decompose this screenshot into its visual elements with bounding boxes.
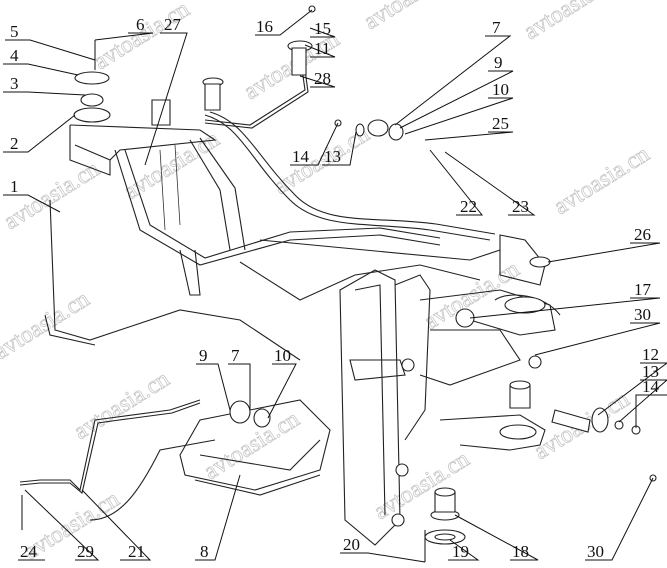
callout-16: 16 — [256, 17, 273, 36]
callout-9: 9 — [494, 53, 503, 72]
callout-27: 27 — [164, 15, 182, 34]
callout-10: 10 — [492, 80, 509, 99]
front-frame — [339, 234, 561, 546]
watermark: avtoasia.cn — [199, 406, 304, 485]
callout-30: 30 — [587, 542, 604, 561]
callout-22: 22 — [460, 197, 477, 216]
hinge-seat — [73, 107, 111, 123]
callout-2: 2 — [10, 134, 19, 153]
callout-4: 4 — [10, 46, 19, 65]
callout-19: 19 — [452, 542, 469, 561]
callout-13: 13 — [324, 147, 341, 166]
rear-frame — [44, 111, 501, 361]
callout-1: 1 — [10, 177, 19, 196]
callout-12: 12 — [642, 345, 659, 364]
callout-24: 24 — [20, 542, 38, 561]
callout-7: 7 — [492, 18, 501, 37]
callout-20: 20 — [343, 535, 360, 554]
callout-3: 3 — [10, 74, 19, 93]
platform — [89, 399, 331, 521]
callout-5: 5 — [10, 22, 19, 41]
callout-17: 17 — [634, 280, 652, 299]
watermark: avtoasia.cn — [519, 0, 624, 45]
callout-23: 23 — [512, 197, 529, 216]
callout-8: 8 — [200, 542, 209, 561]
callout-15: 15 — [314, 19, 331, 38]
flange-plate — [74, 71, 110, 85]
small-parts — [21, 5, 657, 562]
callout-26: 26 — [634, 225, 651, 244]
callout-labels: 5 6 27 4 3 2 1 16 15 11 28 7 9 10 25 14 … — [10, 15, 660, 561]
watermark: avtoasia.cn — [119, 126, 224, 205]
callout-14: 14 — [642, 377, 660, 396]
callout-9: 9 — [199, 346, 208, 365]
watermark: avtoasia.cn — [359, 0, 464, 35]
leader-lines — [3, 9, 667, 563]
callout-7: 7 — [231, 346, 240, 365]
callout-28: 28 — [314, 69, 331, 88]
callout-30: 30 — [634, 305, 651, 324]
callout-25: 25 — [492, 114, 509, 133]
watermark: avtoasia.cn — [0, 286, 94, 365]
callout-14: 14 — [292, 147, 310, 166]
watermark: avtoasia.cn — [69, 366, 174, 445]
callout-6: 6 — [136, 15, 145, 34]
bearing — [80, 93, 104, 107]
watermark: avtoasia.cn — [89, 0, 194, 75]
callout-13: 13 — [642, 362, 659, 381]
callout-18: 18 — [512, 542, 529, 561]
callout-29: 29 — [77, 542, 94, 561]
callout-21: 21 — [128, 542, 145, 561]
callout-11: 11 — [314, 39, 330, 58]
watermark: avtoasia.cn — [549, 141, 654, 220]
callout-10: 10 — [274, 346, 291, 365]
